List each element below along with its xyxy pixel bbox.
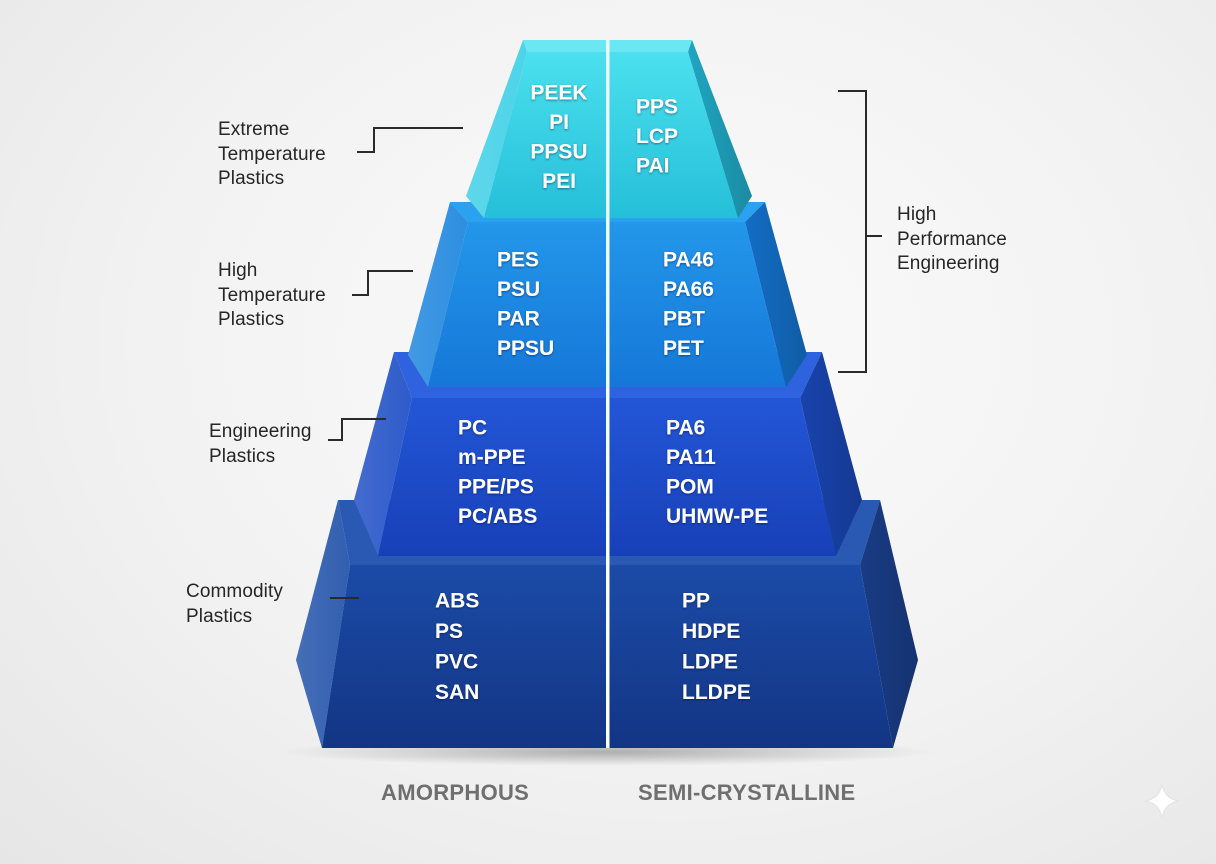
high-performance-bracket bbox=[838, 90, 867, 373]
group-label-high-performance: High Performance Engineering bbox=[897, 203, 1007, 277]
material-commodity-semi-crystalline: LLDPE bbox=[682, 681, 751, 704]
tier-label-line: Plastics bbox=[218, 309, 285, 330]
material-extreme-temp-amorphous: PEEK bbox=[530, 82, 587, 105]
sparkle-icon bbox=[1144, 783, 1180, 819]
tier-high-temp-left-face-sheen bbox=[408, 202, 468, 387]
tier-engineering-left-face-sheen bbox=[354, 352, 412, 556]
material-high-temp-amorphous: PAR bbox=[497, 308, 540, 331]
tier-label-line: Plastics bbox=[186, 605, 253, 627]
material-high-temp-semi-crystalline: PBT bbox=[663, 308, 705, 331]
tier-label-high-temp: High Temperature Plastics bbox=[218, 259, 326, 333]
material-high-temp-amorphous: PPSU bbox=[497, 337, 554, 360]
connector-high-temp bbox=[352, 270, 413, 296]
material-commodity-amorphous: PS bbox=[435, 620, 463, 643]
material-high-temp-amorphous: PSU bbox=[497, 278, 540, 301]
tier-extreme-temp-right-face-shade bbox=[688, 40, 752, 218]
group-label-line: Engineering bbox=[897, 253, 1000, 274]
tier-high-temp-right-face-shade bbox=[745, 202, 807, 387]
material-labels: PEEK PI PPSU PEI PPS LCP PAI PES PSU PAR PPSU PA46P… bbox=[435, 82, 768, 705]
material-high-temp-semi-crystalline: PA66 bbox=[663, 278, 714, 301]
material-extreme-temp-amorphous: PPSU bbox=[530, 141, 587, 164]
material-engineering-semi-crystalline: POM bbox=[666, 476, 714, 499]
material-commodity-amorphous: PVC bbox=[435, 651, 478, 674]
tier-label-line: Temperature bbox=[218, 284, 326, 306]
tier-label-line: Plastics bbox=[218, 168, 285, 189]
material-engineering-semi-crystalline: PA11 bbox=[666, 446, 716, 469]
material-engineering-amorphous: m-PPE bbox=[458, 446, 526, 469]
connector-extreme-temp bbox=[357, 127, 463, 153]
tier-engineering-right-face-shade bbox=[800, 352, 862, 556]
tier-extreme-temp-block bbox=[466, 40, 752, 218]
material-extreme-temp-semi-crystalline: PPS bbox=[636, 96, 678, 119]
tier-label-engineering: Engineering Plastics bbox=[209, 420, 312, 469]
tier-label-line: Extreme bbox=[218, 119, 290, 140]
material-extreme-temp-semi-crystalline: PAI bbox=[636, 155, 669, 178]
material-high-temp-semi-crystalline: PET bbox=[663, 337, 704, 360]
material-extreme-temp-semi-crystalline: LCP bbox=[636, 125, 678, 148]
material-extreme-temp-amorphous: PI bbox=[549, 111, 569, 134]
column-label-semi-crystalline: SEMI-CRYSTALLINE bbox=[638, 780, 856, 805]
tier-label-extreme-temp: Extreme Temperature Plastics bbox=[218, 118, 326, 192]
tier-commodity-left-face-sheen bbox=[296, 500, 350, 748]
material-commodity-semi-crystalline: PP bbox=[682, 590, 710, 613]
material-engineering-amorphous: PC/ABS bbox=[458, 505, 537, 528]
material-engineering-semi-crystalline: PA6 bbox=[666, 417, 705, 440]
material-engineering-amorphous: PC bbox=[458, 417, 487, 440]
material-commodity-semi-crystalline: LDPE bbox=[682, 651, 738, 674]
material-engineering-semi-crystalline: UHMW-PE bbox=[666, 505, 768, 528]
group-label-line: High bbox=[897, 204, 937, 225]
connector-engineering bbox=[328, 418, 386, 441]
group-label-line: Performance bbox=[897, 228, 1007, 250]
material-extreme-temp-amorphous: PEI bbox=[542, 170, 576, 193]
tier-label-line: Temperature bbox=[218, 143, 326, 165]
material-commodity-amorphous: ABS bbox=[435, 590, 479, 613]
tier-extreme-temp-left-face-sheen bbox=[466, 40, 527, 218]
tier-extreme-temp-front-face bbox=[484, 52, 738, 218]
tier-label-commodity: Commodity Plastics bbox=[186, 580, 283, 629]
material-engineering-amorphous: PPE/PS bbox=[458, 476, 534, 499]
tier-label-line: Commodity bbox=[186, 581, 283, 602]
tier-commodity-right-face-shade bbox=[860, 500, 918, 748]
material-high-temp-semi-crystalline: PA46 bbox=[663, 249, 714, 272]
material-high-temp-amorphous: PES bbox=[497, 249, 539, 272]
column-label-amorphous: AMORPHOUS bbox=[381, 780, 530, 805]
tier-label-line: Engineering bbox=[209, 421, 312, 442]
tier-label-line: Plastics bbox=[209, 445, 276, 467]
material-commodity-amorphous: SAN bbox=[435, 681, 479, 704]
tier-label-line: High bbox=[218, 260, 258, 281]
material-commodity-semi-crystalline: HDPE bbox=[682, 620, 740, 643]
column-divider bbox=[606, 40, 610, 748]
